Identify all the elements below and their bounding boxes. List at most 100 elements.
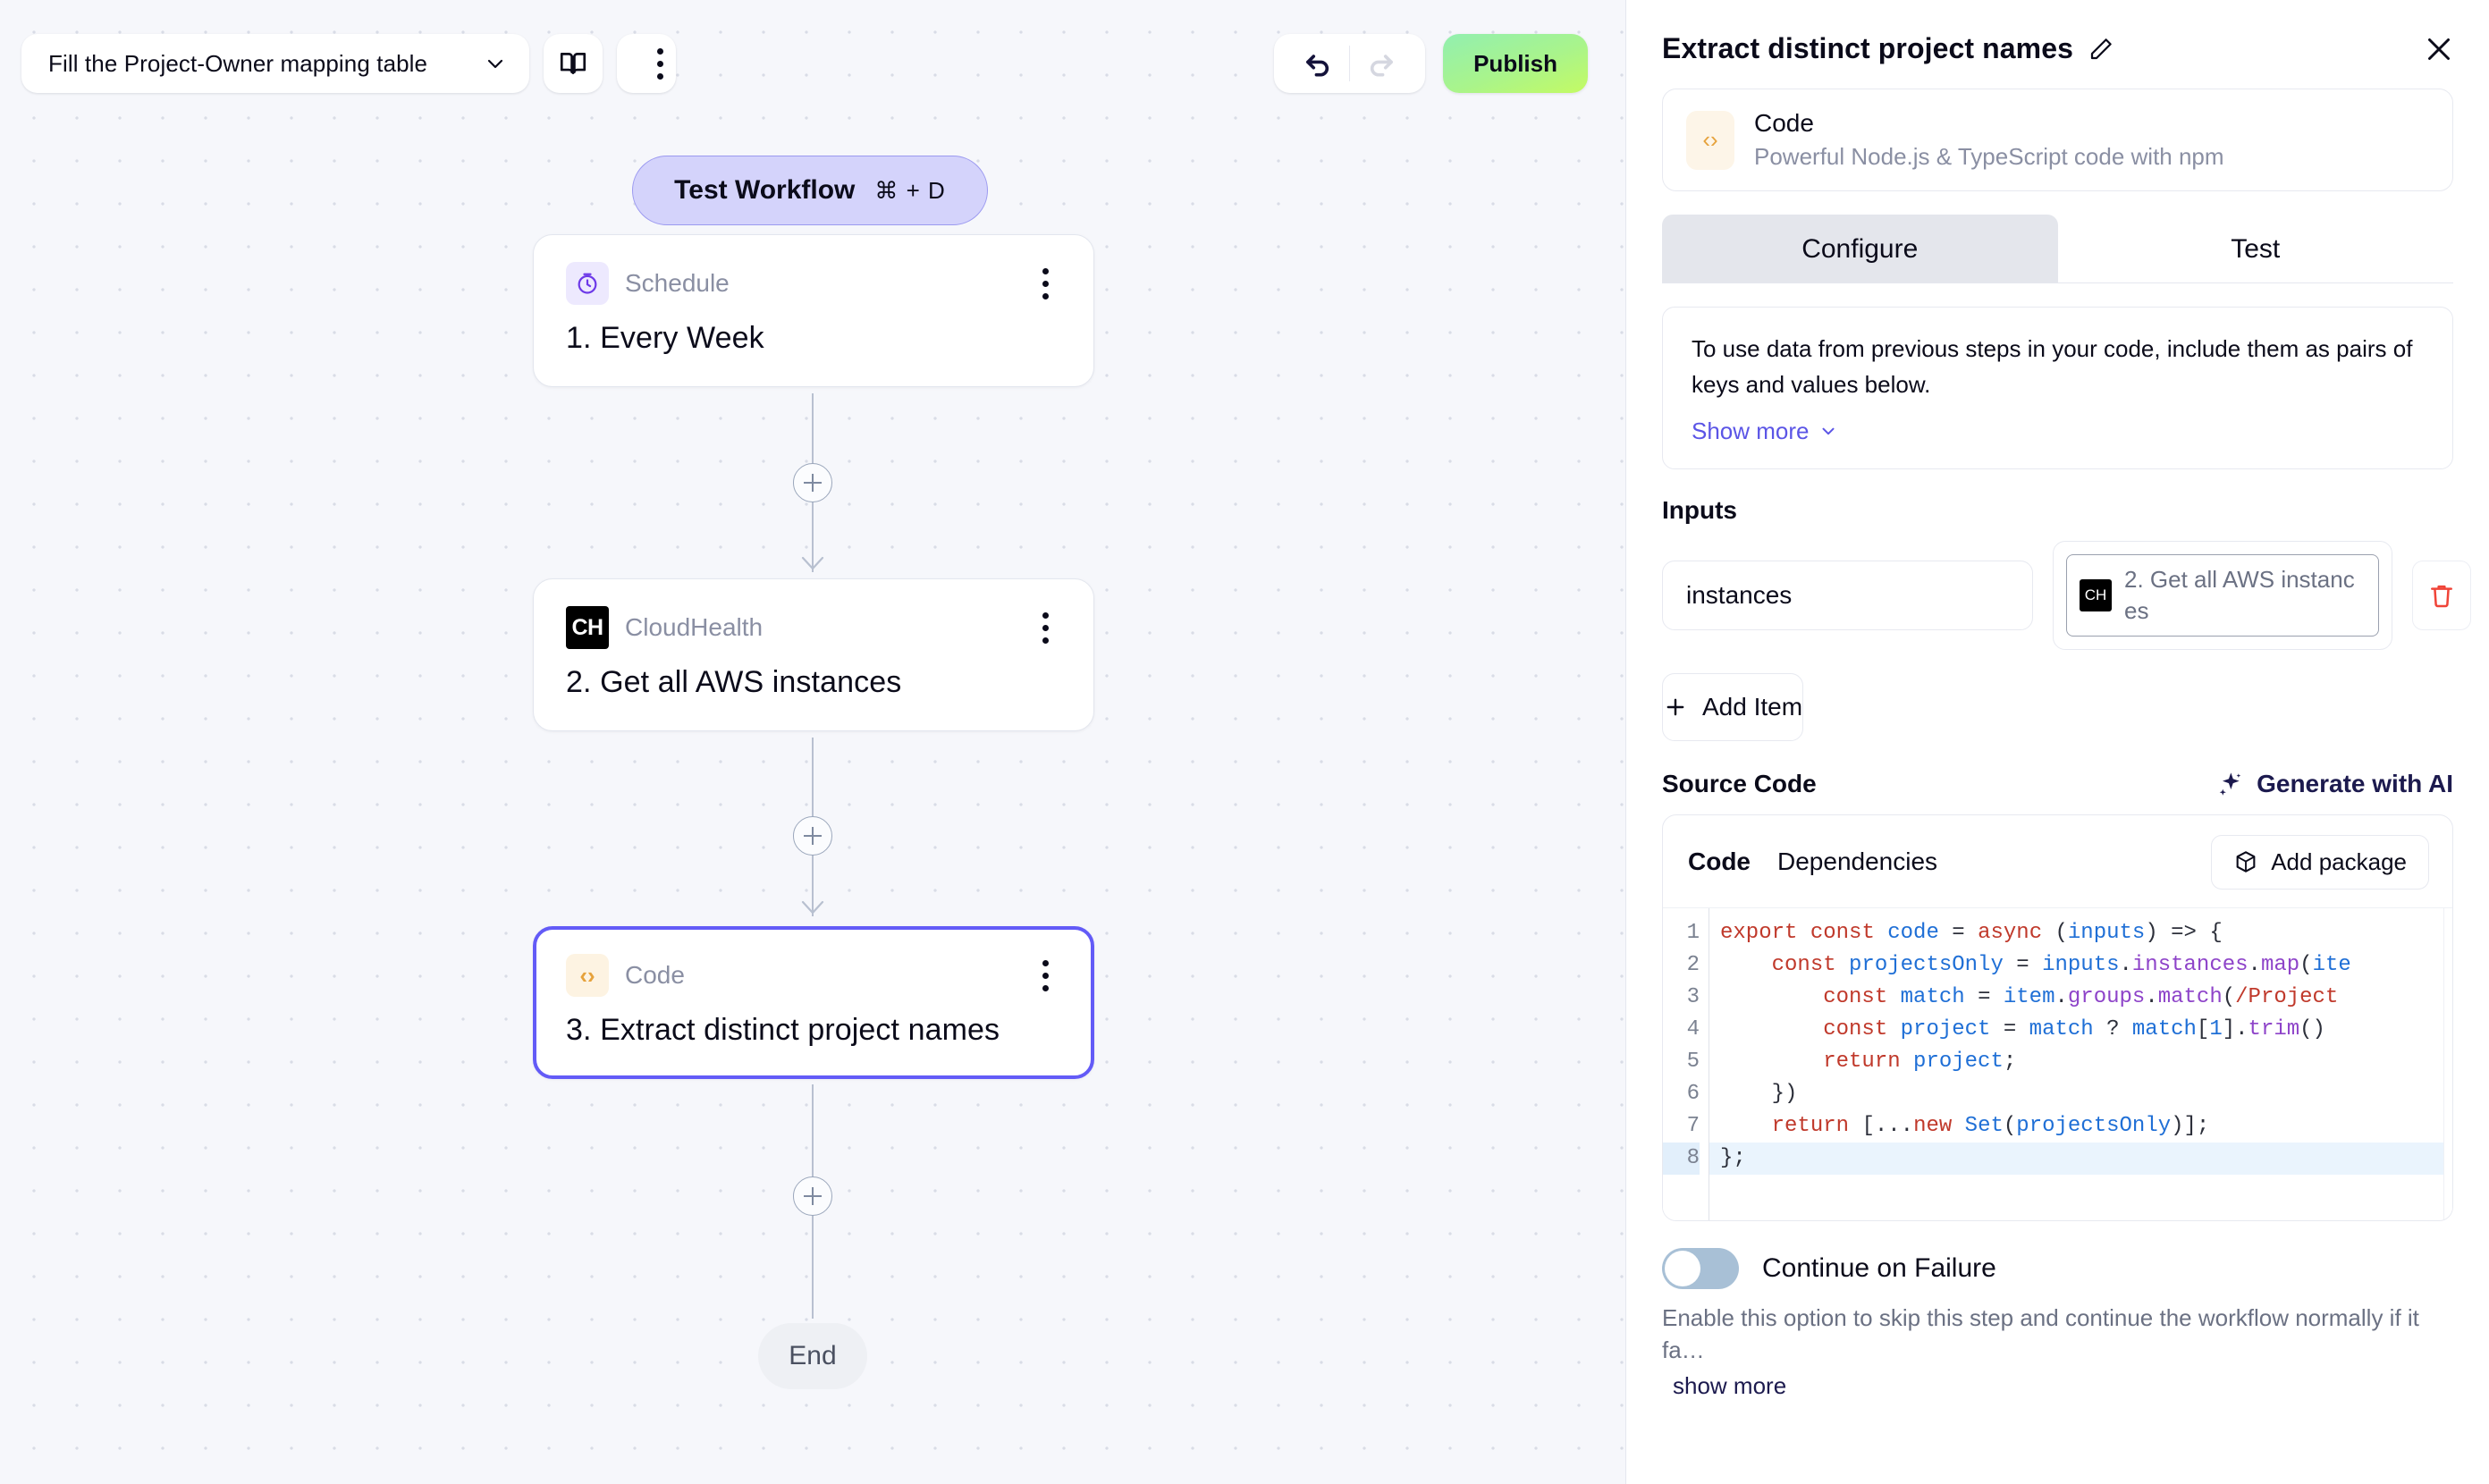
source-code-header: Source Code Generate with AI [1662,770,2453,798]
inputs-section-label: Inputs [1662,495,1737,524]
code-line[interactable]: return project; [1823,1049,2017,1074]
test-workflow-label: Test Workflow [674,175,856,205]
node-menu-icon[interactable] [1029,606,1061,649]
node-title: 1. Every Week [566,321,764,355]
step-type-description: Powerful Node.js & TypeScript code with … [1754,143,2224,170]
generate-with-ai-label: Generate with AI [2257,769,2453,797]
workflow-name-label: Fill the Project-Owner mapping table [48,49,428,77]
workflow-selector[interactable]: Fill the Project-Owner mapping table [21,34,529,93]
code-line[interactable]: const match = item.groups.match(/Project [1823,984,2339,1009]
add-step-button-1[interactable] [793,463,832,502]
add-package-label: Add package [2271,847,2407,875]
generate-with-ai-button[interactable]: Generate with AI [2215,770,2453,798]
input-row: CH 2. Get all AWS instances [1662,540,2471,650]
code-vertical-scrollbar[interactable] [2443,907,2452,1220]
code-brackets-icon: ‹› [1686,110,1734,170]
toggle-knob [1665,1250,1700,1286]
tab-test[interactable]: Test [2231,234,2281,264]
code-line[interactable]: }; [1709,1142,2452,1175]
code-line[interactable]: return [...new Set(projectsOnly)]; [1771,1113,2210,1138]
node-title: 2. Get all AWS instances [566,665,902,699]
continue-on-failure-label: Continue on Failure [1762,1252,1996,1283]
inputs-hint-text: To use data from previous steps in your … [1692,335,2413,399]
sparkle-icon [2219,772,2241,796]
close-icon[interactable] [2423,33,2455,65]
panel-title: Extract distinct project names [1662,32,2074,64]
step-type-card: ‹› Code Powerful Node.js & TypeScript co… [1662,89,2453,191]
continue-on-failure-row: Continue on Failure [1662,1247,2453,1289]
code-editor-toolbar: Code Dependencies Add package [1663,815,2452,907]
editor-tab-dependencies[interactable]: Dependencies [1777,847,1938,876]
code-content[interactable]: export const code = async (inputs) => { … [1709,908,2452,1220]
node-menu-icon[interactable] [1029,262,1061,305]
panel-header: Extract distinct project names [1626,0,2489,65]
step-reference-chip[interactable]: CH 2. Get all AWS instances [2066,553,2379,637]
test-workflow-shortcut: ⌘ + D [874,176,946,204]
kebab-menu-icon [644,42,676,85]
node-header: ‹› Code [566,954,1061,997]
input-key-field[interactable] [1662,560,2033,630]
add-item-label: Add Item [1702,692,1803,721]
node-header: CH CloudHealth [566,606,1061,649]
code-line[interactable]: const projectsOnly = inputs.instances.ma… [1771,952,2351,977]
undo-redo-group [1274,34,1426,93]
add-step-button-3[interactable] [793,1176,832,1216]
editor-tab-code[interactable]: Code [1688,847,1751,876]
undo-arrow-icon [1306,55,1329,77]
add-package-button[interactable]: Add package [2211,834,2429,890]
add-item-button[interactable]: Add Item [1662,672,1804,741]
plus-icon [1666,698,1684,716]
node-header: Schedule [566,262,1061,305]
undo-button[interactable] [1294,39,1342,88]
docs-button[interactable] [544,34,603,93]
package-icon [2236,851,2256,873]
step-config-panel: Extract distinct project names ‹› Code P… [1625,0,2489,1484]
publish-button[interactable]: Publish [1443,34,1588,93]
continue-on-failure-show-more[interactable]: show more [1673,1371,1787,1399]
redo-arrow-icon [1371,55,1393,77]
book-icon [560,53,586,74]
workflow-more-menu-button[interactable] [617,34,676,93]
end-node[interactable]: End [758,1323,867,1389]
delete-input-button[interactable] [2412,560,2471,630]
continue-on-failure-toggle[interactable] [1662,1247,1739,1289]
line-number: 1 [1686,920,1700,945]
line-number: 4 [1686,1016,1700,1041]
test-workflow-button[interactable]: Test Workflow ⌘ + D [632,156,988,225]
workflow-node-code[interactable]: ‹› Code 3. Extract distinct project name… [533,926,1094,1079]
line-number: 5 [1686,1049,1700,1074]
step-reference-label: 2. Get all AWS instances [2124,565,2355,624]
connector-arrow-1 [801,556,824,570]
chevron-down-icon [1821,427,1835,435]
redo-button[interactable] [1357,39,1405,88]
workflow-canvas[interactable]: Fill the Project-Owner mapping table [0,0,1625,1484]
continue-on-failure-description: Enable this option to skip this step and… [1662,1303,2419,1364]
node-type-label: Code [625,961,685,989]
step-type-name: Code [1754,109,1814,137]
line-number: 6 [1686,1081,1700,1106]
tab-configure[interactable]: Configure [1662,215,2058,282]
node-type-label: Schedule [625,269,730,297]
code-line[interactable]: }) [1720,1081,1798,1106]
node-type-label: CloudHealth [625,613,764,641]
clock-icon [566,262,609,305]
code-line[interactable]: const project = match ? match[1].trim() [1823,1016,2325,1041]
code-brackets-icon: ‹› [566,954,609,997]
input-value-dropzone[interactable]: CH 2. Get all AWS instances [2053,540,2392,650]
node-menu-icon[interactable] [1029,954,1061,997]
connector-arrow-2 [801,900,824,915]
node-title: 3. Extract distinct project names [566,1013,1000,1047]
canvas-toolbar-right: Publish [1274,34,1588,93]
hint-show-more-link[interactable]: Show more [1692,417,1838,445]
trash-icon [2431,585,2452,607]
source-code-label: Source Code [1662,769,1817,797]
workflow-node-schedule[interactable]: Schedule 1. Every Week [533,234,1094,387]
pencil-icon[interactable] [2088,36,2114,63]
line-number: 3 [1686,984,1700,1009]
add-step-button-2[interactable] [793,816,832,856]
workflow-node-cloudhealth[interactable]: CH CloudHealth 2. Get all AWS instances [533,578,1094,731]
code-line[interactable]: export const code = async (inputs) => { [1720,920,2223,945]
